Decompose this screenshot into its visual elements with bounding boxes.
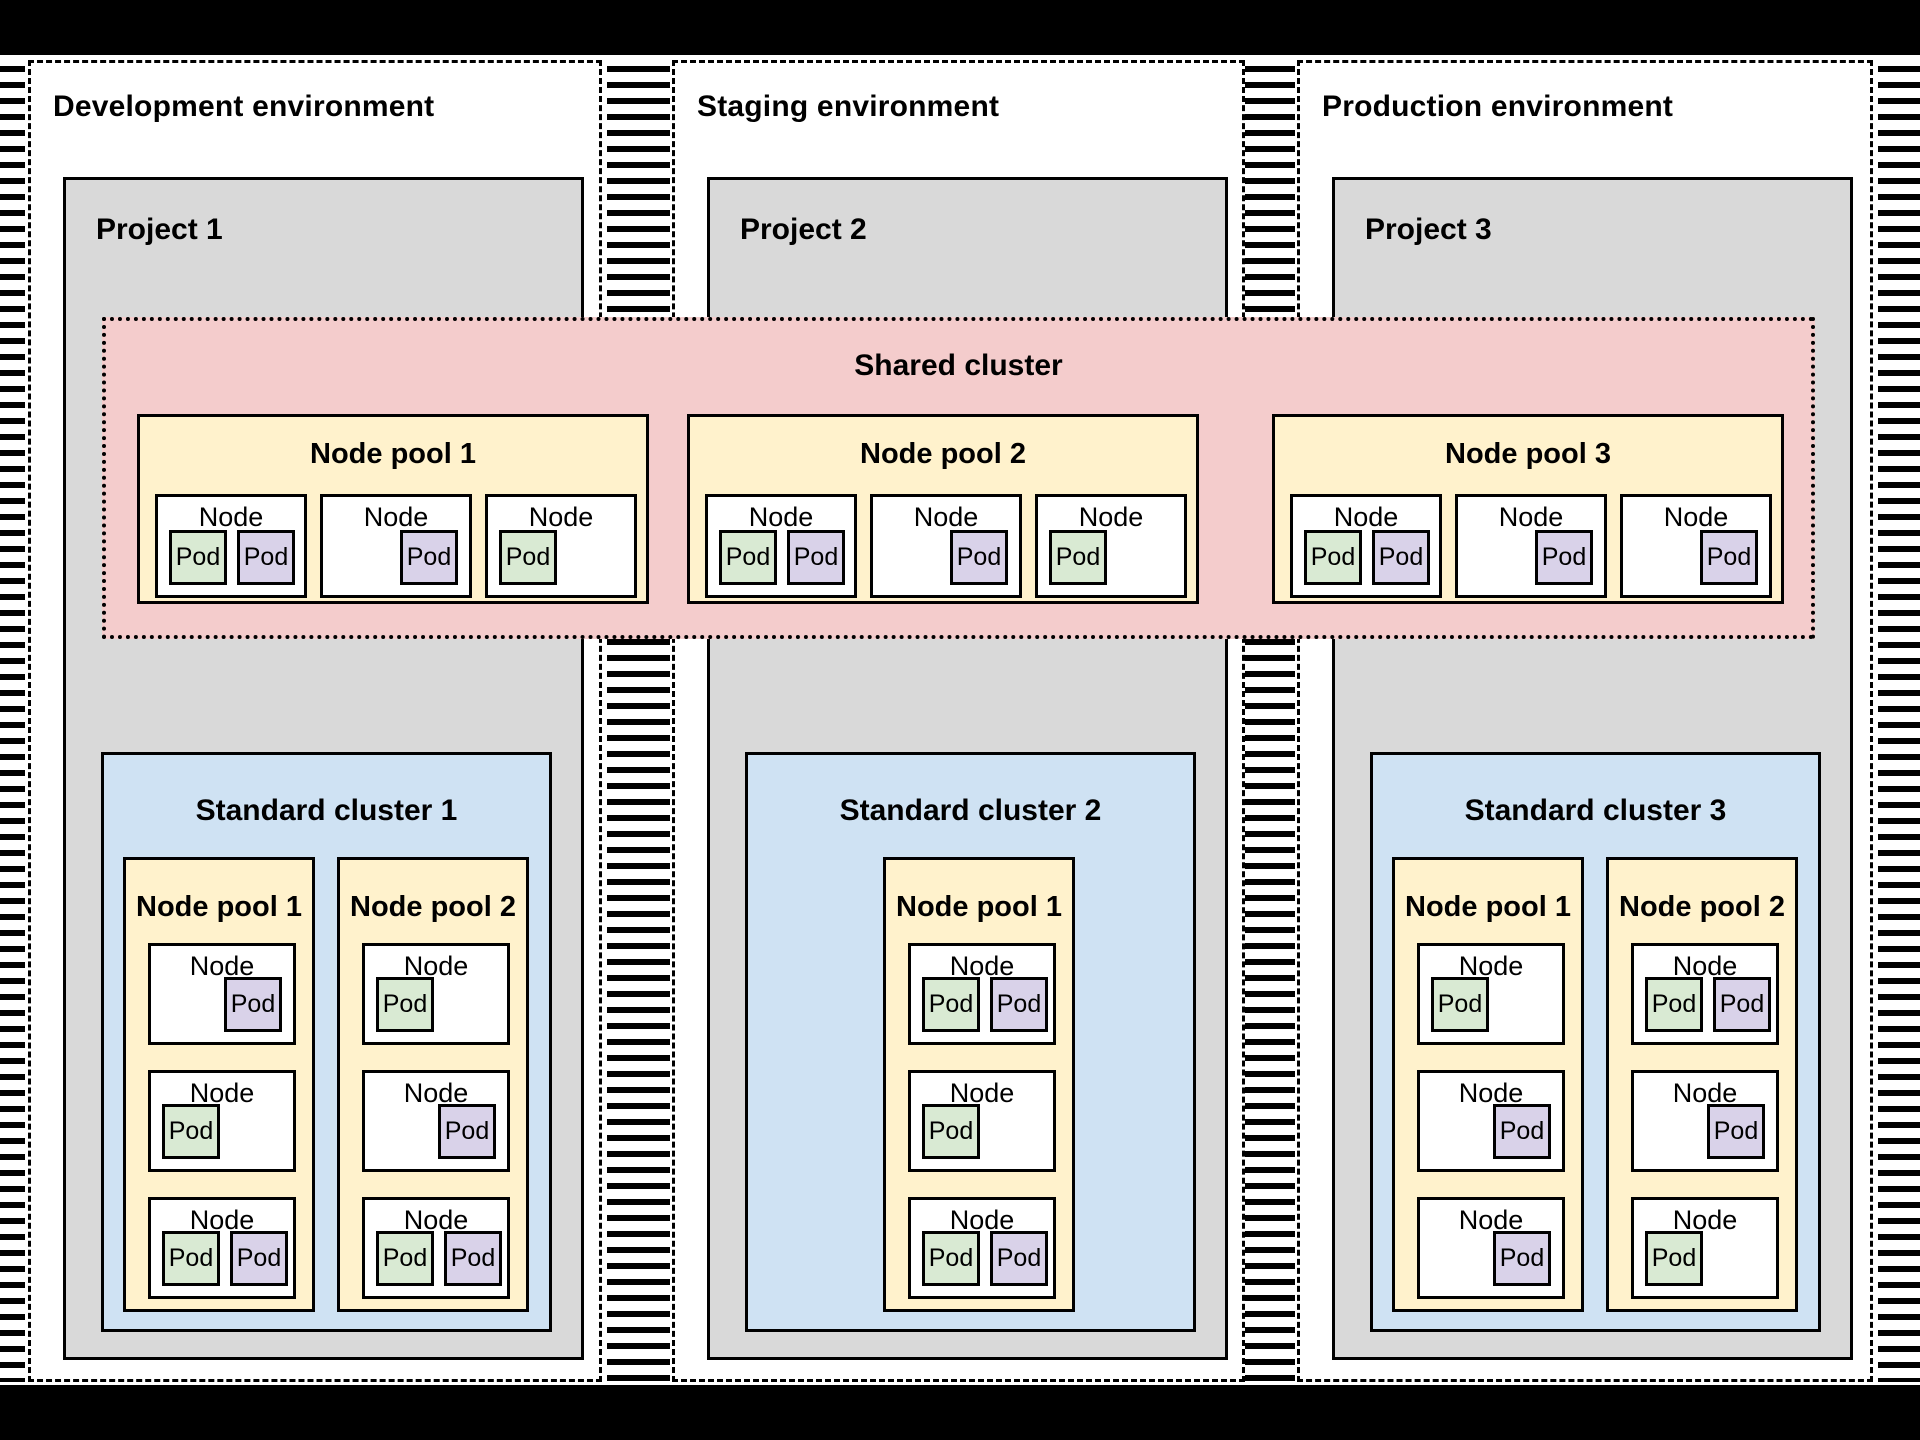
node-pool: Node pool 2 Node Pod Node Pod Node Pod P… bbox=[337, 857, 529, 1312]
node: Node Pod Pod bbox=[908, 943, 1056, 1045]
pod-green: Pod bbox=[376, 977, 434, 1032]
node-pool-title: Node pool 2 bbox=[1619, 891, 1785, 923]
node: Node Pod bbox=[362, 943, 510, 1045]
pod-purple: Pod bbox=[400, 530, 458, 585]
node-pool-title: Node pool 1 bbox=[1405, 891, 1571, 923]
boundary-hatch-dev-staging bbox=[607, 639, 670, 1382]
node: Node Pod bbox=[1620, 494, 1772, 598]
node-pool: Node pool 2 Node Pod Pod Node Pod Node P… bbox=[687, 414, 1199, 604]
pod-purple: Pod bbox=[1700, 530, 1758, 585]
pod-purple: Pod bbox=[787, 530, 845, 585]
node: Node Pod bbox=[908, 1070, 1056, 1172]
project-title: Project 2 bbox=[740, 213, 867, 246]
node-pool-title: Node pool 1 bbox=[136, 891, 302, 923]
node: Node Pod Pod bbox=[1290, 494, 1442, 598]
pod-green: Pod bbox=[1049, 530, 1107, 585]
boundary-hatch-right bbox=[1878, 66, 1920, 1382]
node: Node Pod bbox=[1455, 494, 1607, 598]
node: Node Pod bbox=[362, 1070, 510, 1172]
pod-green: Pod bbox=[922, 1104, 980, 1159]
environment-staging: Staging environment Project 2 Standard c… bbox=[672, 60, 1245, 1382]
node: Node Pod bbox=[1417, 1070, 1565, 1172]
node-pool: Node pool 3 Node Pod Pod Node Pod Node P… bbox=[1272, 414, 1784, 604]
pod-purple: Pod bbox=[224, 977, 282, 1032]
pod-green: Pod bbox=[1645, 1231, 1703, 1286]
environment-title: Development environment bbox=[53, 90, 435, 123]
pod-purple: Pod bbox=[1493, 1231, 1551, 1286]
pod-green: Pod bbox=[162, 1104, 220, 1159]
project-2: Project 2 Standard cluster 2 Node pool 1… bbox=[707, 177, 1228, 1360]
node: Node Pod bbox=[1631, 1197, 1779, 1299]
shared-cluster: Shared cluster Node pool 1 Node Pod Pod … bbox=[102, 317, 1815, 639]
pod-purple: Pod bbox=[950, 530, 1008, 585]
node: Node Pod bbox=[1035, 494, 1187, 598]
node: Node Pod Pod bbox=[148, 1197, 296, 1299]
environment-development: Development environment Project 1 Standa… bbox=[28, 60, 602, 1382]
pod-purple: Pod bbox=[444, 1231, 502, 1286]
environment-title: Production environment bbox=[1322, 90, 1674, 123]
node: Node Pod bbox=[485, 494, 637, 598]
node: Node Pod bbox=[1417, 943, 1565, 1045]
boundary-hatch-dev-staging bbox=[607, 66, 670, 317]
cluster-title: Standard cluster 3 bbox=[1464, 794, 1727, 827]
top-frame-bar bbox=[0, 0, 1920, 55]
standard-cluster-3: Standard cluster 3 Node pool 1 Node Pod … bbox=[1370, 752, 1821, 1332]
standard-cluster-1: Standard cluster 1 Node pool 1 Node Pod … bbox=[101, 752, 552, 1332]
pod-green: Pod bbox=[376, 1231, 434, 1286]
node-pool-title: Node pool 1 bbox=[310, 438, 476, 470]
node: Node Pod bbox=[148, 943, 296, 1045]
pod-green: Pod bbox=[499, 530, 557, 585]
environment-title: Staging environment bbox=[697, 90, 1000, 123]
pod-green: Pod bbox=[922, 1231, 980, 1286]
pod-purple: Pod bbox=[990, 977, 1048, 1032]
node-pool: Node pool 2 Node Pod Pod Node Pod Node P… bbox=[1606, 857, 1798, 1312]
node-pool: Node pool 1 Node Pod Node Pod Node Pod P… bbox=[123, 857, 315, 1312]
node-pool: Node pool 1 Node Pod Pod Node Pod Node P… bbox=[137, 414, 649, 604]
pod-purple: Pod bbox=[1372, 530, 1430, 585]
pod-green: Pod bbox=[922, 977, 980, 1032]
project-title: Project 3 bbox=[1365, 213, 1492, 246]
node-pool-title: Node pool 2 bbox=[860, 438, 1026, 470]
cluster-title: Standard cluster 2 bbox=[839, 794, 1102, 827]
node: Node Pod bbox=[870, 494, 1022, 598]
node: Node Pod bbox=[1631, 1070, 1779, 1172]
node: Node Pod bbox=[148, 1070, 296, 1172]
pod-purple: Pod bbox=[1713, 977, 1771, 1032]
node-pool-title: Node pool 3 bbox=[1445, 438, 1611, 470]
node: Node Pod Pod bbox=[362, 1197, 510, 1299]
node: Node Pod Pod bbox=[1631, 943, 1779, 1045]
bottom-frame-bar bbox=[0, 1385, 1920, 1440]
pod-green: Pod bbox=[1304, 530, 1362, 585]
pod-purple: Pod bbox=[1707, 1104, 1765, 1159]
pod-purple: Pod bbox=[237, 530, 295, 585]
project-title: Project 1 bbox=[96, 213, 223, 246]
pod-purple: Pod bbox=[1535, 530, 1593, 585]
node-pool: Node pool 1 Node Pod Node Pod Node Pod bbox=[1392, 857, 1584, 1312]
environment-production: Production environment Project 3 Standar… bbox=[1297, 60, 1873, 1382]
pod-purple: Pod bbox=[438, 1104, 496, 1159]
shared-cluster-title: Shared cluster bbox=[854, 349, 1063, 382]
pod-green: Pod bbox=[1431, 977, 1489, 1032]
pod-green: Pod bbox=[719, 530, 777, 585]
node: Node Pod bbox=[1417, 1197, 1565, 1299]
pod-purple: Pod bbox=[990, 1231, 1048, 1286]
node: Node Pod Pod bbox=[155, 494, 307, 598]
boundary-hatch-left bbox=[0, 66, 25, 1382]
node-pool-title: Node pool 1 bbox=[896, 891, 1062, 923]
node: Node Pod Pod bbox=[705, 494, 857, 598]
node-pool: Node pool 1 Node Pod Pod Node Pod Node P… bbox=[883, 857, 1075, 1312]
standard-cluster-2: Standard cluster 2 Node pool 1 Node Pod … bbox=[745, 752, 1196, 1332]
node-pool-title: Node pool 2 bbox=[350, 891, 516, 923]
pod-green: Pod bbox=[1645, 977, 1703, 1032]
pod-green: Pod bbox=[162, 1231, 220, 1286]
node: Node Pod Pod bbox=[908, 1197, 1056, 1299]
pod-purple: Pod bbox=[1493, 1104, 1551, 1159]
node: Node Pod bbox=[320, 494, 472, 598]
cluster-title: Standard cluster 1 bbox=[195, 794, 458, 827]
pod-green: Pod bbox=[169, 530, 227, 585]
pod-purple: Pod bbox=[230, 1231, 288, 1286]
